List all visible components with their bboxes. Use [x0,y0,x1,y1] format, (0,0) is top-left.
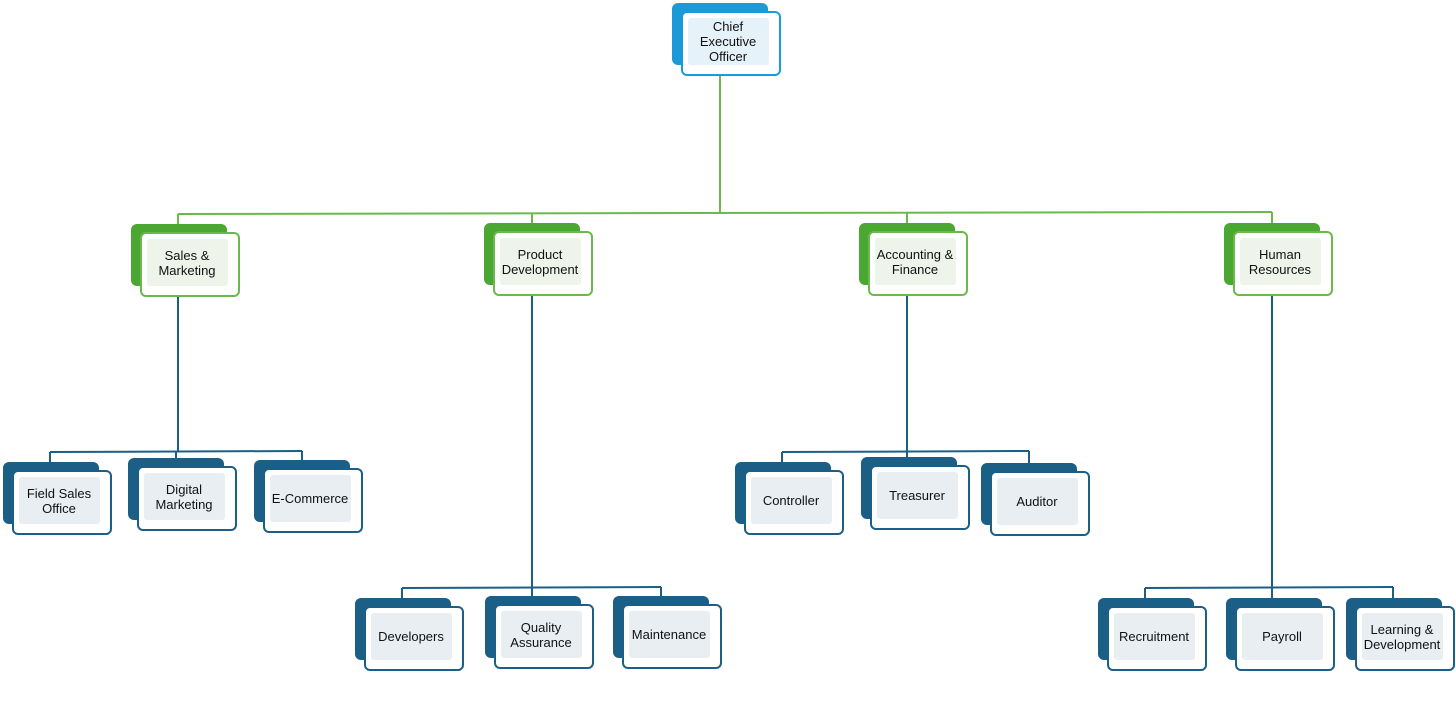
node-label: Treasurer [889,488,945,503]
node-dept-accounting-finance[interactable]: Accounting &Finance [859,223,969,297]
connector-dept-bus [177,211,1273,215]
node-label: Controller [762,493,820,508]
node-label: Payroll [1262,629,1302,644]
node-dept-sales-marketing[interactable]: Sales &Marketing [131,224,241,298]
node-label: Recruitment [1118,629,1190,644]
node-label: Sales &Marketing [158,247,216,278]
node-label: Developers [378,629,444,644]
node-unit-learning-development[interactable]: Learning &Development [1346,598,1456,672]
connector-accounting-bus [781,450,1030,453]
node-label: Auditor [1016,494,1058,509]
node-label: E-Commerce [271,491,349,506]
connector-hr-bus [1144,586,1394,589]
node-unit-maintenance[interactable]: Maintenance [613,596,723,670]
node-unit-payroll[interactable]: Payroll [1226,598,1336,672]
connector-sales-bus [49,450,303,453]
connector-product-bus [401,586,662,589]
node-unit-developers[interactable]: Developers [355,598,465,672]
node-unit-e-commerce[interactable]: E-Commerce [254,460,364,534]
node-unit-controller[interactable]: Controller [735,462,845,536]
node-label: Accounting &Finance [876,246,954,277]
node-unit-auditor[interactable]: Auditor [981,463,1091,537]
node-label: Learning &Development [1363,621,1441,652]
node-unit-treasurer[interactable]: Treasurer [861,457,971,531]
node-label: Maintenance [631,627,707,642]
node-unit-recruitment[interactable]: Recruitment [1098,598,1208,672]
